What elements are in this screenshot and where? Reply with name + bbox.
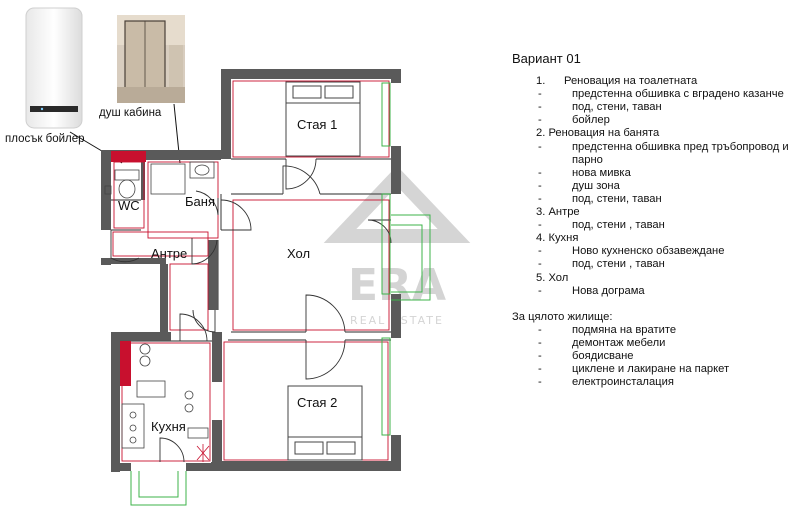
kitchen-vent — [196, 444, 210, 462]
notes-item: предстенна обшивка с вградено казанче — [512, 88, 797, 101]
doors — [110, 158, 392, 463]
beds — [285, 81, 363, 461]
notes-title: Вариант 01 — [512, 51, 581, 66]
watermark: ERA REAL ESTATE — [323, 165, 471, 327]
boiler-marker — [111, 151, 146, 162]
wc-label: WC — [118, 198, 140, 213]
renovation-notes: Вариант 01 1. Реновация на тоалетнатапре… — [512, 52, 797, 389]
room1-label: Стая 1 — [297, 117, 337, 132]
notes-item: под, стени , таван — [512, 219, 797, 232]
boiler-caption: плосък бойлер — [5, 133, 85, 145]
notes-section-heading: 4. Кухня — [536, 232, 579, 245]
notes-item: Нова дограма — [512, 285, 797, 298]
notes-section-heading: 1. Реновация на тоалетната — [536, 75, 698, 88]
notes-item: под, стени, таван — [512, 101, 797, 114]
red-fixtures — [111, 151, 146, 386]
global-title: За цялото жилище: — [512, 310, 613, 323]
boiler-photo — [25, 7, 83, 129]
fixtures — [104, 161, 215, 449]
notes-section-heading: 3. Антре — [536, 206, 580, 219]
kitchen-label: Кухня — [151, 419, 186, 434]
shower-caption: душ кабина — [99, 107, 162, 119]
kitchen-appliance — [120, 341, 131, 386]
global-item: електроинсталация — [512, 376, 797, 389]
global-item: боядисване — [512, 350, 797, 363]
bath-label: Баня — [185, 194, 215, 209]
notes-section-heading: 2. Реновация на банята — [536, 127, 660, 140]
global-item: циклене и лакиране на паркет — [512, 363, 797, 376]
red-outlines — [112, 80, 390, 462]
windows — [130, 82, 431, 506]
global-item: демонтаж мебели — [512, 337, 797, 350]
notes-item: нова мивка — [512, 167, 797, 180]
global-items: подмяна на вратитедемонтаж мебелибоядисв… — [512, 324, 797, 390]
notes-item: под, стени , таван — [512, 258, 797, 271]
walls — [101, 69, 401, 472]
notes-section-heading: 5. Хол — [536, 271, 569, 284]
notes-item: бойлер — [512, 114, 797, 127]
notes-item: предстенна обшивка пред тръбопровод и па… — [512, 141, 797, 167]
shower-photo — [117, 15, 185, 103]
notes-item: под, стени, таван — [512, 193, 797, 206]
interior-walls — [111, 158, 391, 342]
notes-item: душ зона — [512, 180, 797, 193]
global-item: подмяна на вратите — [512, 324, 797, 337]
hall-label: Хол — [287, 246, 310, 261]
notes-item: Ново кухненско обзавеждане — [512, 245, 797, 258]
room2-label: Стая 2 — [297, 395, 337, 410]
notes-sections: 1. Реновация на тоалетнатапредстенна обш… — [512, 75, 797, 298]
entry-label: Антре — [151, 246, 187, 261]
